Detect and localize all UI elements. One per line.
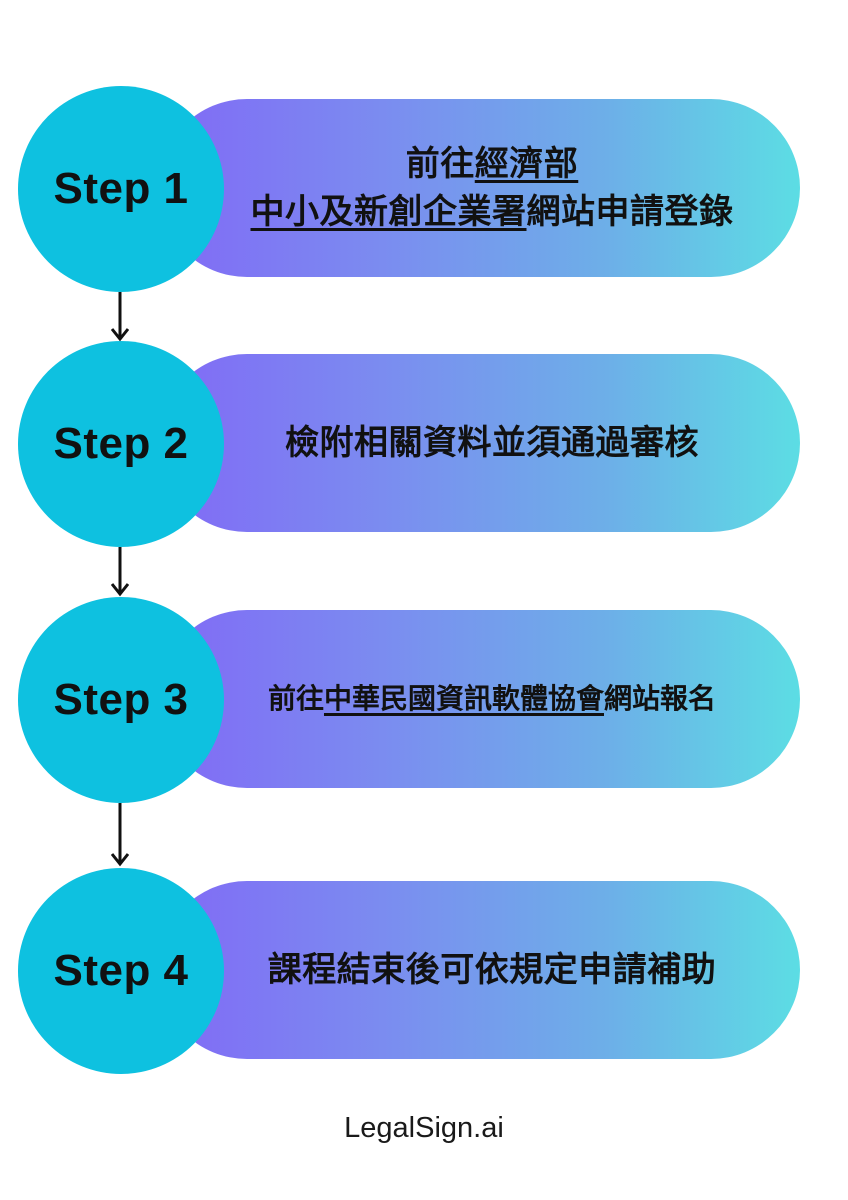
step-3-text-segment: 網站報名: [604, 682, 717, 716]
arrow-down-icon: [111, 292, 129, 342]
step-1-description-text: 前往經濟部中小及新創企業署網站申請登錄: [216, 99, 768, 277]
step-3-label: Step 3: [53, 675, 189, 724]
step-4: 課程結束後可依規定申請補助 Step 4: [0, 868, 848, 1074]
step-1-text-line: 前往經濟部: [406, 140, 579, 188]
step-3-link-text[interactable]: 中華民國資訊軟體協會: [323, 682, 604, 716]
step-3-text-segment: 前往: [267, 682, 324, 716]
step-2: 檢附相關資料並須通過審核 Step 2: [0, 341, 848, 547]
step-1-circle: Step 1: [18, 86, 224, 292]
step-2-description-text: 檢附相關資料並須通過審核: [216, 354, 768, 532]
step-4-description-text: 課程結束後可依規定申請補助: [216, 881, 768, 1059]
step-1: 前往經濟部中小及新創企業署網站申請登錄 Step 1: [0, 86, 848, 292]
arrow-down-icon: [111, 803, 129, 867]
step-1-text-line: 中小及新創企業署網站申請登錄: [251, 188, 734, 236]
step-1-label: Step 1: [53, 164, 189, 213]
step-3-description-pill: 前往中華民國資訊軟體協會網站報名: [158, 610, 800, 788]
step-4-circle: Step 4: [18, 868, 224, 1074]
step-4-label: Step 4: [53, 946, 189, 995]
arrow-down-icon: [111, 547, 129, 597]
step-1-description-pill: 前往經濟部中小及新創企業署網站申請登錄: [158, 99, 800, 277]
step-1-link-text[interactable]: 經濟部: [474, 143, 579, 184]
step-1-text-segment: 網站申請登錄: [526, 192, 734, 232]
step-4-text-segment: 課程結束後可依規定申請補助: [267, 949, 717, 990]
step-2-description-pill: 檢附相關資料並須通過審核: [158, 354, 800, 532]
step-3-description-text: 前往中華民國資訊軟體協會網站報名: [216, 610, 768, 788]
step-1-text-segment: 前往: [405, 143, 475, 184]
step-2-text-segment: 檢附相關資料並須通過審核: [285, 422, 699, 463]
step-1-link-text[interactable]: 中小及新創企業署: [250, 192, 527, 232]
step-3: 前往中華民國資訊軟體協會網站報名 Step 3: [0, 597, 848, 803]
step-2-label: Step 2: [53, 419, 189, 468]
step-2-text-line: 檢附相關資料並須通過審核: [285, 419, 699, 467]
step-3-text-line: 前往中華民國資訊軟體協會網站報名: [268, 679, 716, 719]
brand-logo-text: LegalSign.ai: [344, 1112, 504, 1144]
step-3-circle: Step 3: [18, 597, 224, 803]
step-4-description-pill: 課程結束後可依規定申請補助: [158, 881, 800, 1059]
step-2-circle: Step 2: [18, 341, 224, 547]
step-4-text-line: 課程結束後可依規定申請補助: [268, 946, 717, 994]
